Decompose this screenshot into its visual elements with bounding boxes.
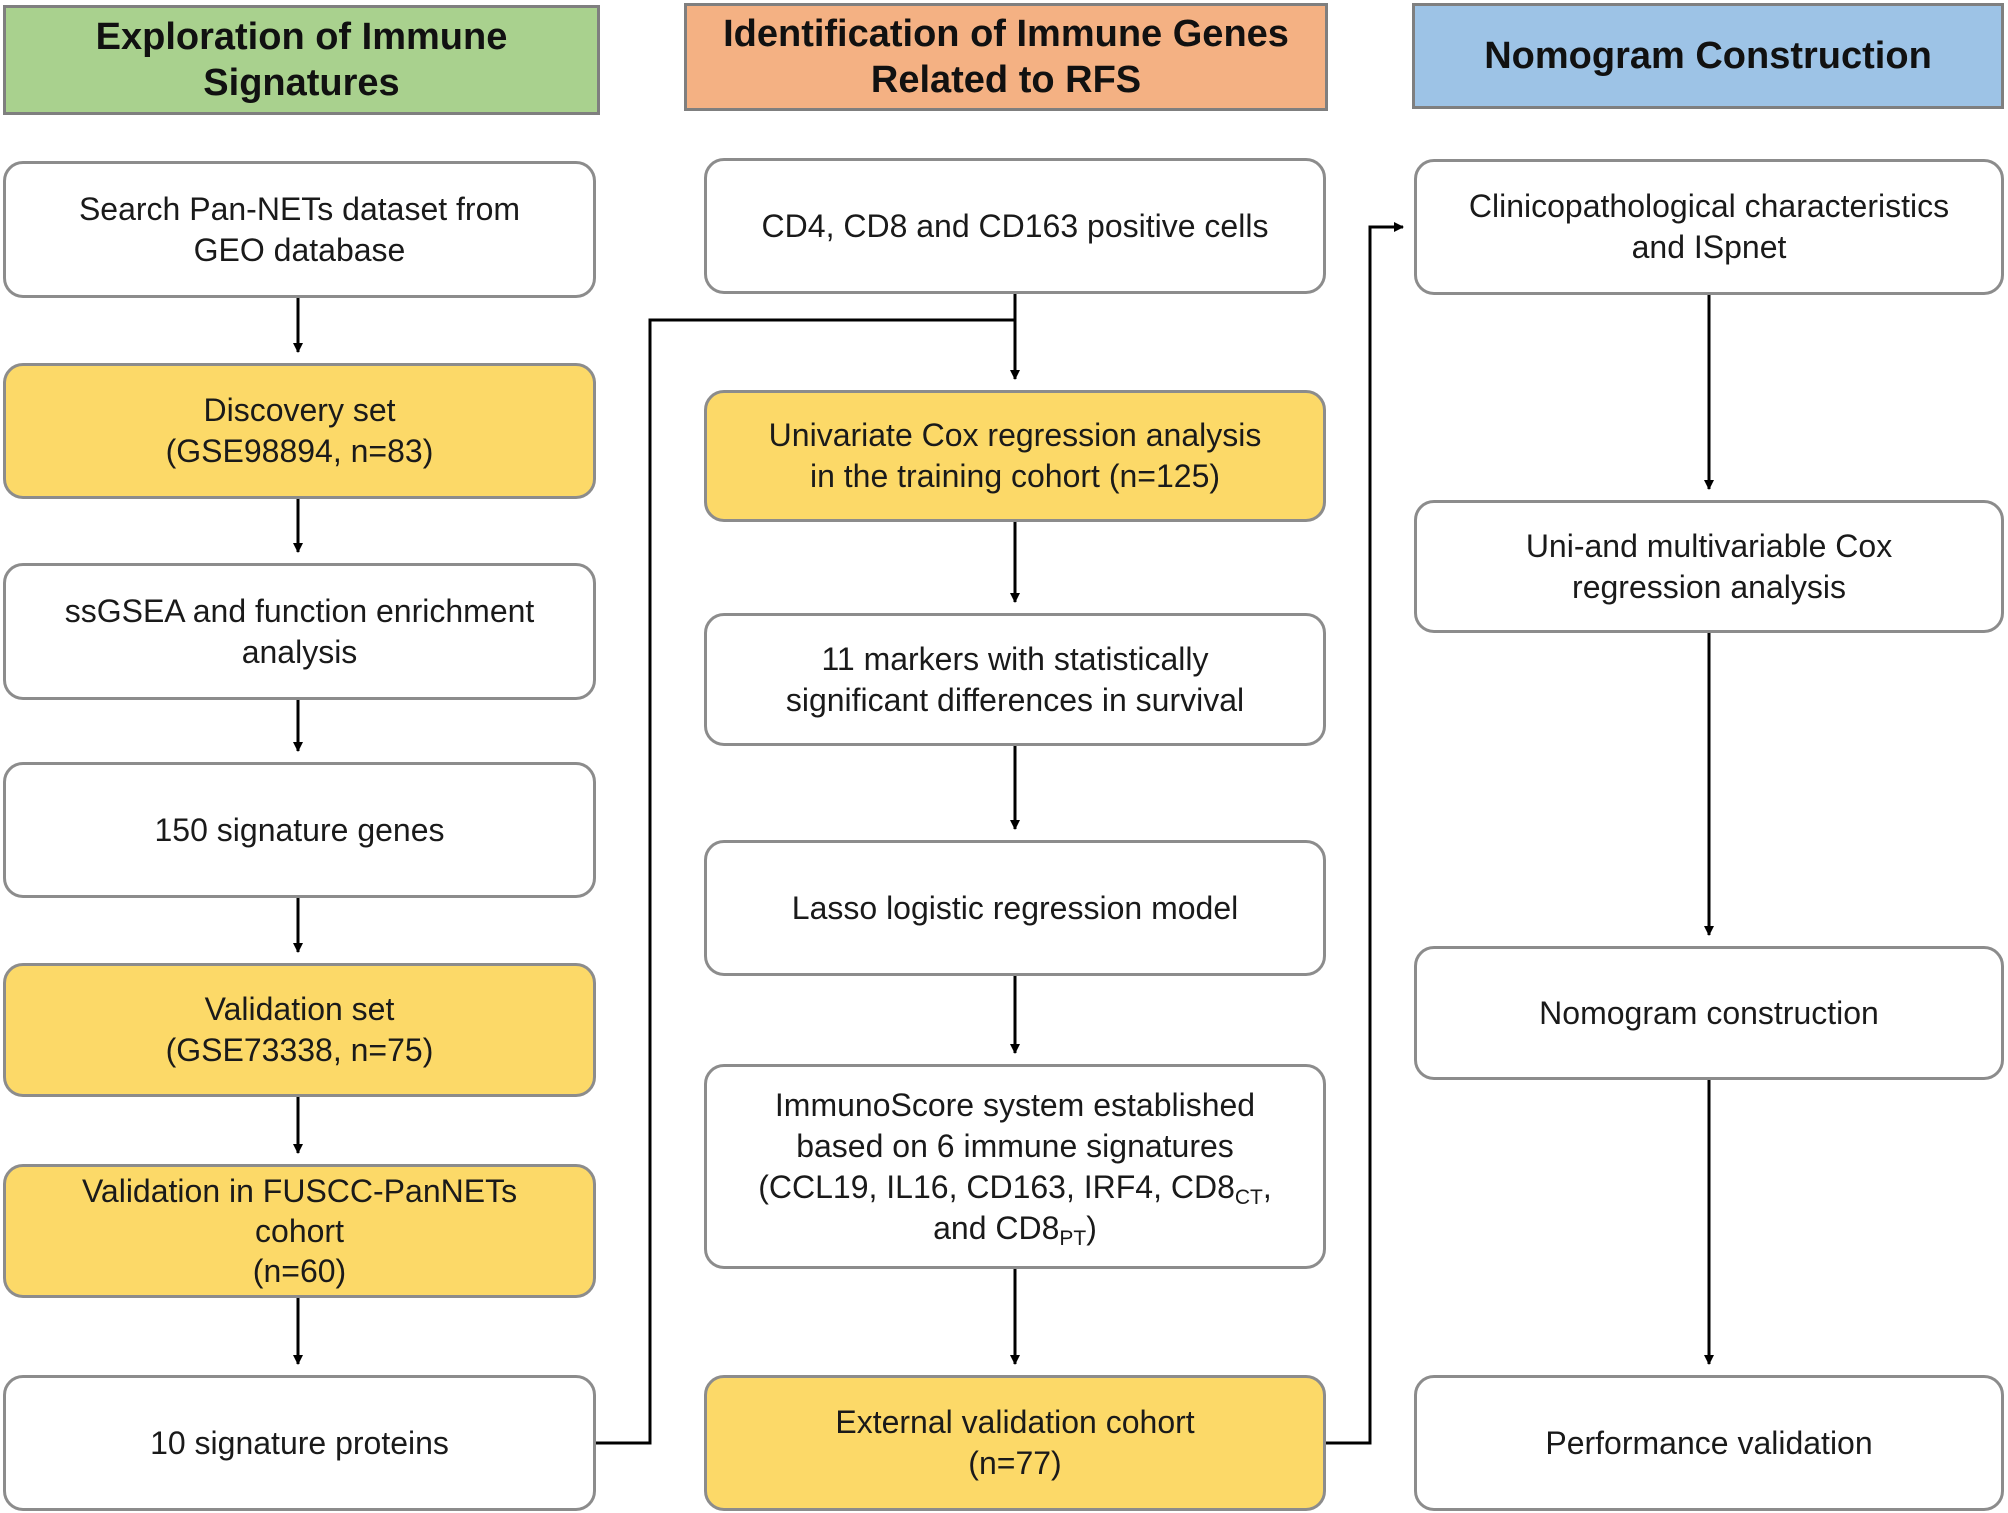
box-lasso-model-line-1: Lasso logistic regression model (791, 889, 1239, 926)
box-nomogram-construction-line-1: Nomogram construction (1539, 994, 1879, 1031)
box-positive-cells: CD4, CD8 and CD163 positive cells (704, 158, 1326, 294)
box-immunoscore: ImmunoScore system established based on … (704, 1064, 1326, 1269)
box-performance-validation-line-1: Performance validation (1545, 1424, 1873, 1461)
subscript-ct: CT (1234, 1185, 1263, 1209)
box-search-dataset-line-2: GEO database (193, 231, 406, 268)
box-validation-set-line-1: Validation set (204, 991, 395, 1027)
header-nomogram-line-1: Nomogram Construction (1484, 35, 1932, 77)
box-discovery-set-line-1: Discovery set (203, 392, 396, 428)
immunoscore-line-3-end: , (1262, 1168, 1272, 1205)
box-fuscc-validation-line-3: (n=60) (252, 1253, 347, 1289)
box-immunoscore-line-3: (CCL19, IL16, CD163, IRF4, CD8CT, (758, 1167, 1272, 1208)
header-identification-line-1: Identification of Immune Genes (723, 13, 1289, 55)
box-validation-set: Validation set (GSE73338, n=75) (3, 963, 596, 1097)
header-identification-line-2: Related to RFS (870, 59, 1142, 101)
box-ssgsea: ssGSEA and function enrichment analysis (3, 563, 596, 700)
box-clinicopathological-line-1: Clinicopathological characteristics (1468, 188, 1950, 224)
box-discovery-set: Discovery set (GSE98894, n=83) (3, 363, 596, 499)
box-ssgsea-line-1: ssGSEA and function enrichment (64, 592, 535, 629)
box-discovery-set-line-2: (GSE98894, n=83) (165, 433, 434, 469)
box-performance-validation: Performance validation (1414, 1375, 2004, 1511)
box-univariate-cox-line-1: Univariate Cox regression analysis (768, 417, 1262, 453)
box-clinicopathological-line-2: and ISpnet (1631, 229, 1787, 265)
box-eleven-markers-line-1: 11 markers with statistically (821, 640, 1209, 677)
box-uni-multi-cox-line-1: Uni-and multivariable Cox (1525, 527, 1893, 564)
box-fuscc-validation: Validation in FUSCC-PanNETs cohort (n=60) (3, 1164, 596, 1298)
box-validation-set-line-2: (GSE73338, n=75) (165, 1032, 434, 1068)
box-positive-cells-line-1: CD4, CD8 and CD163 positive cells (761, 207, 1269, 244)
box-signature-proteins-line-1: 10 signature proteins (150, 1424, 449, 1461)
box-ssgsea-line-2: analysis (241, 633, 358, 670)
box-eleven-markers: 11 markers with statistically significant… (704, 613, 1326, 746)
box-external-validation-line-2: (n=77) (968, 1445, 1062, 1481)
immunoscore-line-4-text: and CD8 (933, 1209, 1060, 1246)
box-search-dataset-line-1: Search Pan-NETs dataset from (78, 190, 521, 227)
box-fuscc-validation-line-1: Validation in FUSCC-PanNETs (81, 1173, 518, 1209)
immunoscore-line-4-end: ) (1086, 1209, 1097, 1246)
box-nomogram-construction: Nomogram construction (1414, 946, 2004, 1080)
box-immunoscore-line-2: based on 6 immune signatures (796, 1127, 1234, 1164)
box-clinicopathological: Clinicopathological characteristics and I… (1414, 159, 2004, 295)
box-external-validation-line-1: External validation cohort (835, 1404, 1195, 1440)
box-univariate-cox-line-2: in the training cohort (n=125) (809, 458, 1221, 494)
header-nomogram: Nomogram Construction (1412, 3, 2004, 109)
box-immunoscore-line-1: ImmunoScore system established (774, 1086, 1256, 1123)
connector-external-to-clinicopathological (1326, 222, 1404, 1445)
box-uni-multi-cox-line-2: regression analysis (1572, 568, 1846, 605)
connector-proteins-to-univariate (596, 318, 1015, 1445)
header-exploration-line-2: Signatures (203, 62, 400, 104)
immunoscore-line-3-text: (CCL19, IL16, CD163, IRF4, CD8 (758, 1168, 1235, 1205)
box-immunoscore-line-4: and CD8PT) (758, 1208, 1272, 1249)
box-lasso-model: Lasso logistic regression model (704, 840, 1326, 976)
box-signature-proteins: 10 signature proteins (3, 1375, 596, 1511)
box-uni-multi-cox: Uni-and multivariable Cox regression anal… (1414, 500, 2004, 633)
header-exploration-line-1: Exploration of Immune (95, 16, 508, 58)
box-external-validation: External validation cohort (n=77) (704, 1375, 1326, 1511)
box-signature-genes: 150 signature genes (3, 762, 596, 898)
box-fuscc-validation-line-2: cohort (255, 1213, 344, 1249)
box-signature-genes-line-1: 150 signature genes (154, 811, 445, 848)
subscript-pt: PT (1059, 1226, 1087, 1250)
box-eleven-markers-line-2: significant differences in survival (785, 681, 1245, 718)
box-univariate-cox: Univariate Cox regression analysis in the… (704, 390, 1326, 522)
